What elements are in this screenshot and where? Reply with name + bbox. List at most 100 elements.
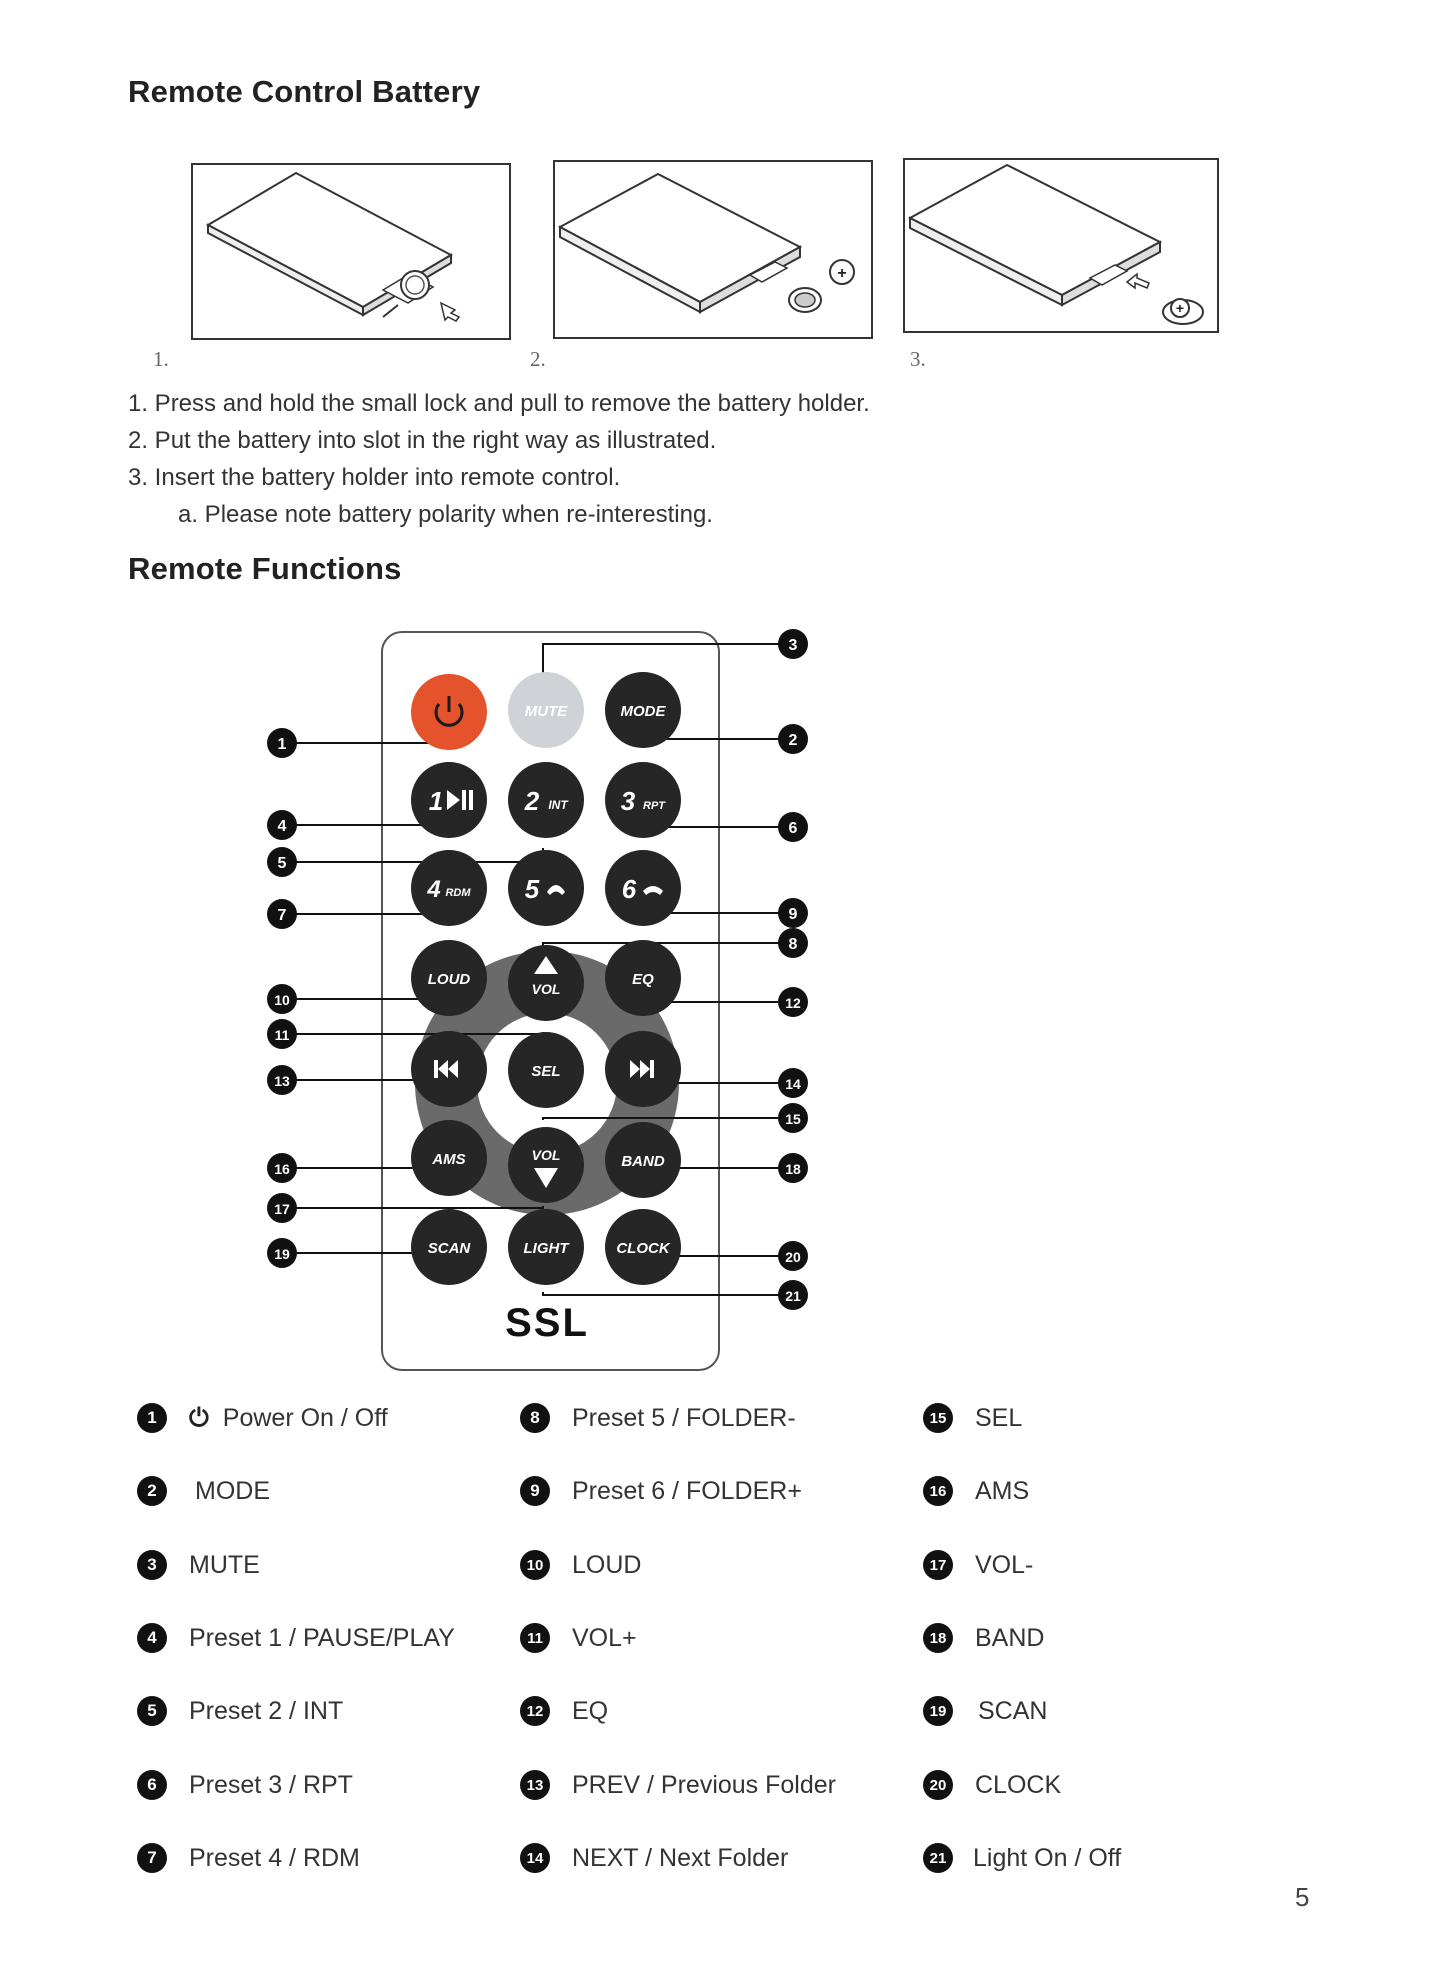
legend-number: 16 xyxy=(923,1476,953,1506)
svg-text:5: 5 xyxy=(278,855,287,872)
callout-1 xyxy=(267,728,297,758)
scan-button xyxy=(411,1209,487,1285)
light-label: LIGHT xyxy=(524,1240,571,1257)
remote-battery-slot-illustration: + xyxy=(557,172,855,314)
legend-item: 5 Preset 2 / INT xyxy=(137,1691,343,1731)
legend-item: 3 MUTE xyxy=(137,1545,260,1585)
svg-text:18: 18 xyxy=(785,1161,801,1177)
legend-text: AMS xyxy=(975,1476,1030,1505)
preset-2-sub-label: INT xyxy=(548,798,569,812)
legend-number: 1 xyxy=(137,1403,167,1433)
legend-item: 13 PREV / Previous Folder xyxy=(520,1765,836,1805)
callout-16 xyxy=(267,1153,297,1183)
legend-number: 14 xyxy=(520,1843,550,1873)
legend-number: 13 xyxy=(520,1770,550,1800)
clock-button xyxy=(605,1209,681,1285)
callouts: 1 2 3 4 5 6 7 8 9 10 11 12 13 14 15 16 1… xyxy=(267,629,808,1310)
svg-text:14: 14 xyxy=(785,1076,801,1092)
svg-text:21: 21 xyxy=(785,1288,801,1304)
legend-text: Preset 4 / RDM xyxy=(189,1843,360,1872)
svg-text:7: 7 xyxy=(278,907,287,924)
legend-item: 7 Preset 4 / RDM xyxy=(137,1838,360,1878)
preset-1-label: 1 xyxy=(429,786,443,816)
phone-answer-icon xyxy=(547,885,565,895)
legend-item: 4 Preset 1 / PAUSE/PLAY xyxy=(137,1618,455,1658)
section-title-functions: Remote Functions xyxy=(128,551,402,586)
preset-3-button xyxy=(605,762,681,838)
step-1: 1. Press and hold the small lock and pul… xyxy=(128,390,870,417)
svg-text:15: 15 xyxy=(785,1111,801,1127)
svg-text:2: 2 xyxy=(789,732,798,749)
preset-4-button xyxy=(411,850,487,926)
legend-text: MODE xyxy=(195,1476,270,1505)
callout-3 xyxy=(778,629,808,659)
remote-diagram: MUTE MODE 1 2 INT 3 RPT 4 RDM 5 6 LOUD V… xyxy=(267,629,808,1371)
legend-text: NEXT / Next Folder xyxy=(572,1843,789,1872)
preset-6-button xyxy=(605,850,681,926)
svg-text:+: + xyxy=(1176,300,1184,316)
next-icon xyxy=(630,1060,654,1078)
preset-4-label: 4 xyxy=(426,876,440,903)
clock-label: CLOCK xyxy=(616,1240,670,1257)
legend-item: 12 EQ xyxy=(520,1691,608,1731)
legend-text: CLOCK xyxy=(975,1770,1062,1799)
svg-text:1: 1 xyxy=(278,736,287,753)
legend-number: 3 xyxy=(137,1550,167,1580)
callout-19 xyxy=(267,1238,297,1268)
preset-3-label: 3 xyxy=(621,786,636,816)
legend-number: 20 xyxy=(923,1770,953,1800)
legend-number: 7 xyxy=(137,1843,167,1873)
legend-item: 17 VOL- xyxy=(923,1545,1033,1585)
power-icon: ⏻ xyxy=(189,1403,209,1432)
legend-number: 17 xyxy=(923,1550,953,1580)
figure-insert-battery: + xyxy=(553,160,873,339)
legend-text: EQ xyxy=(572,1696,609,1725)
svg-text:+: + xyxy=(837,265,846,282)
preset-2-label: 2 xyxy=(524,786,540,816)
callout-14 xyxy=(778,1068,808,1098)
legend-number: 15 xyxy=(923,1403,953,1433)
vol-down-label: VOL xyxy=(532,1147,561,1163)
vol-down-button xyxy=(508,1127,584,1203)
legend-item: 10 LOUD xyxy=(520,1545,641,1585)
mute-button xyxy=(508,672,584,748)
legend-text: Preset 1 / PAUSE/PLAY xyxy=(189,1623,455,1652)
callout-13 xyxy=(267,1065,297,1095)
remote-remove-holder-illustration xyxy=(205,171,461,322)
svg-text:17: 17 xyxy=(274,1201,290,1217)
svg-text:11: 11 xyxy=(275,1027,290,1043)
mode-button-label: MODE xyxy=(621,703,667,720)
figure-label-3: 3. xyxy=(910,347,926,371)
callout-8 xyxy=(778,928,808,958)
callout-5 xyxy=(267,847,297,877)
preset-3-sub-label: RPT xyxy=(643,800,666,812)
svg-text:10: 10 xyxy=(274,992,290,1008)
figure-label-1: 1. xyxy=(153,347,169,371)
legend-item: 9 Preset 6 / FOLDER+ xyxy=(520,1471,802,1511)
callout-7 xyxy=(267,899,297,929)
legend-item: 19 SCAN xyxy=(923,1691,1047,1731)
preset-5-label: 5 xyxy=(525,874,540,904)
callout-6 xyxy=(778,812,808,842)
svg-text:8: 8 xyxy=(789,936,798,953)
scan-label: SCAN xyxy=(428,1240,472,1257)
sel-label: SEL xyxy=(531,1063,560,1080)
callout-20 xyxy=(778,1241,808,1271)
mute-button-label: MUTE xyxy=(525,703,568,720)
svg-text:19: 19 xyxy=(274,1246,290,1262)
legend-item: 6 Preset 3 / RPT xyxy=(137,1765,353,1805)
legend-number: 5 xyxy=(137,1696,167,1726)
legend-number: 21 xyxy=(923,1843,953,1873)
callout-10 xyxy=(267,984,297,1014)
legend-number: 18 xyxy=(923,1623,953,1653)
eq-label: EQ xyxy=(632,971,654,988)
ams-label: AMS xyxy=(431,1151,465,1168)
figure-remove-holder xyxy=(191,163,511,340)
legend-item: 16 AMS xyxy=(923,1471,1029,1511)
preset-2-button xyxy=(508,762,584,838)
legend-text: Light On / Off xyxy=(973,1843,1122,1872)
legend-text: Preset 3 / RPT xyxy=(189,1770,353,1799)
power-icon xyxy=(434,696,464,727)
legend-item: 14 NEXT / Next Folder xyxy=(520,1838,788,1878)
preset-5-button xyxy=(508,850,584,926)
